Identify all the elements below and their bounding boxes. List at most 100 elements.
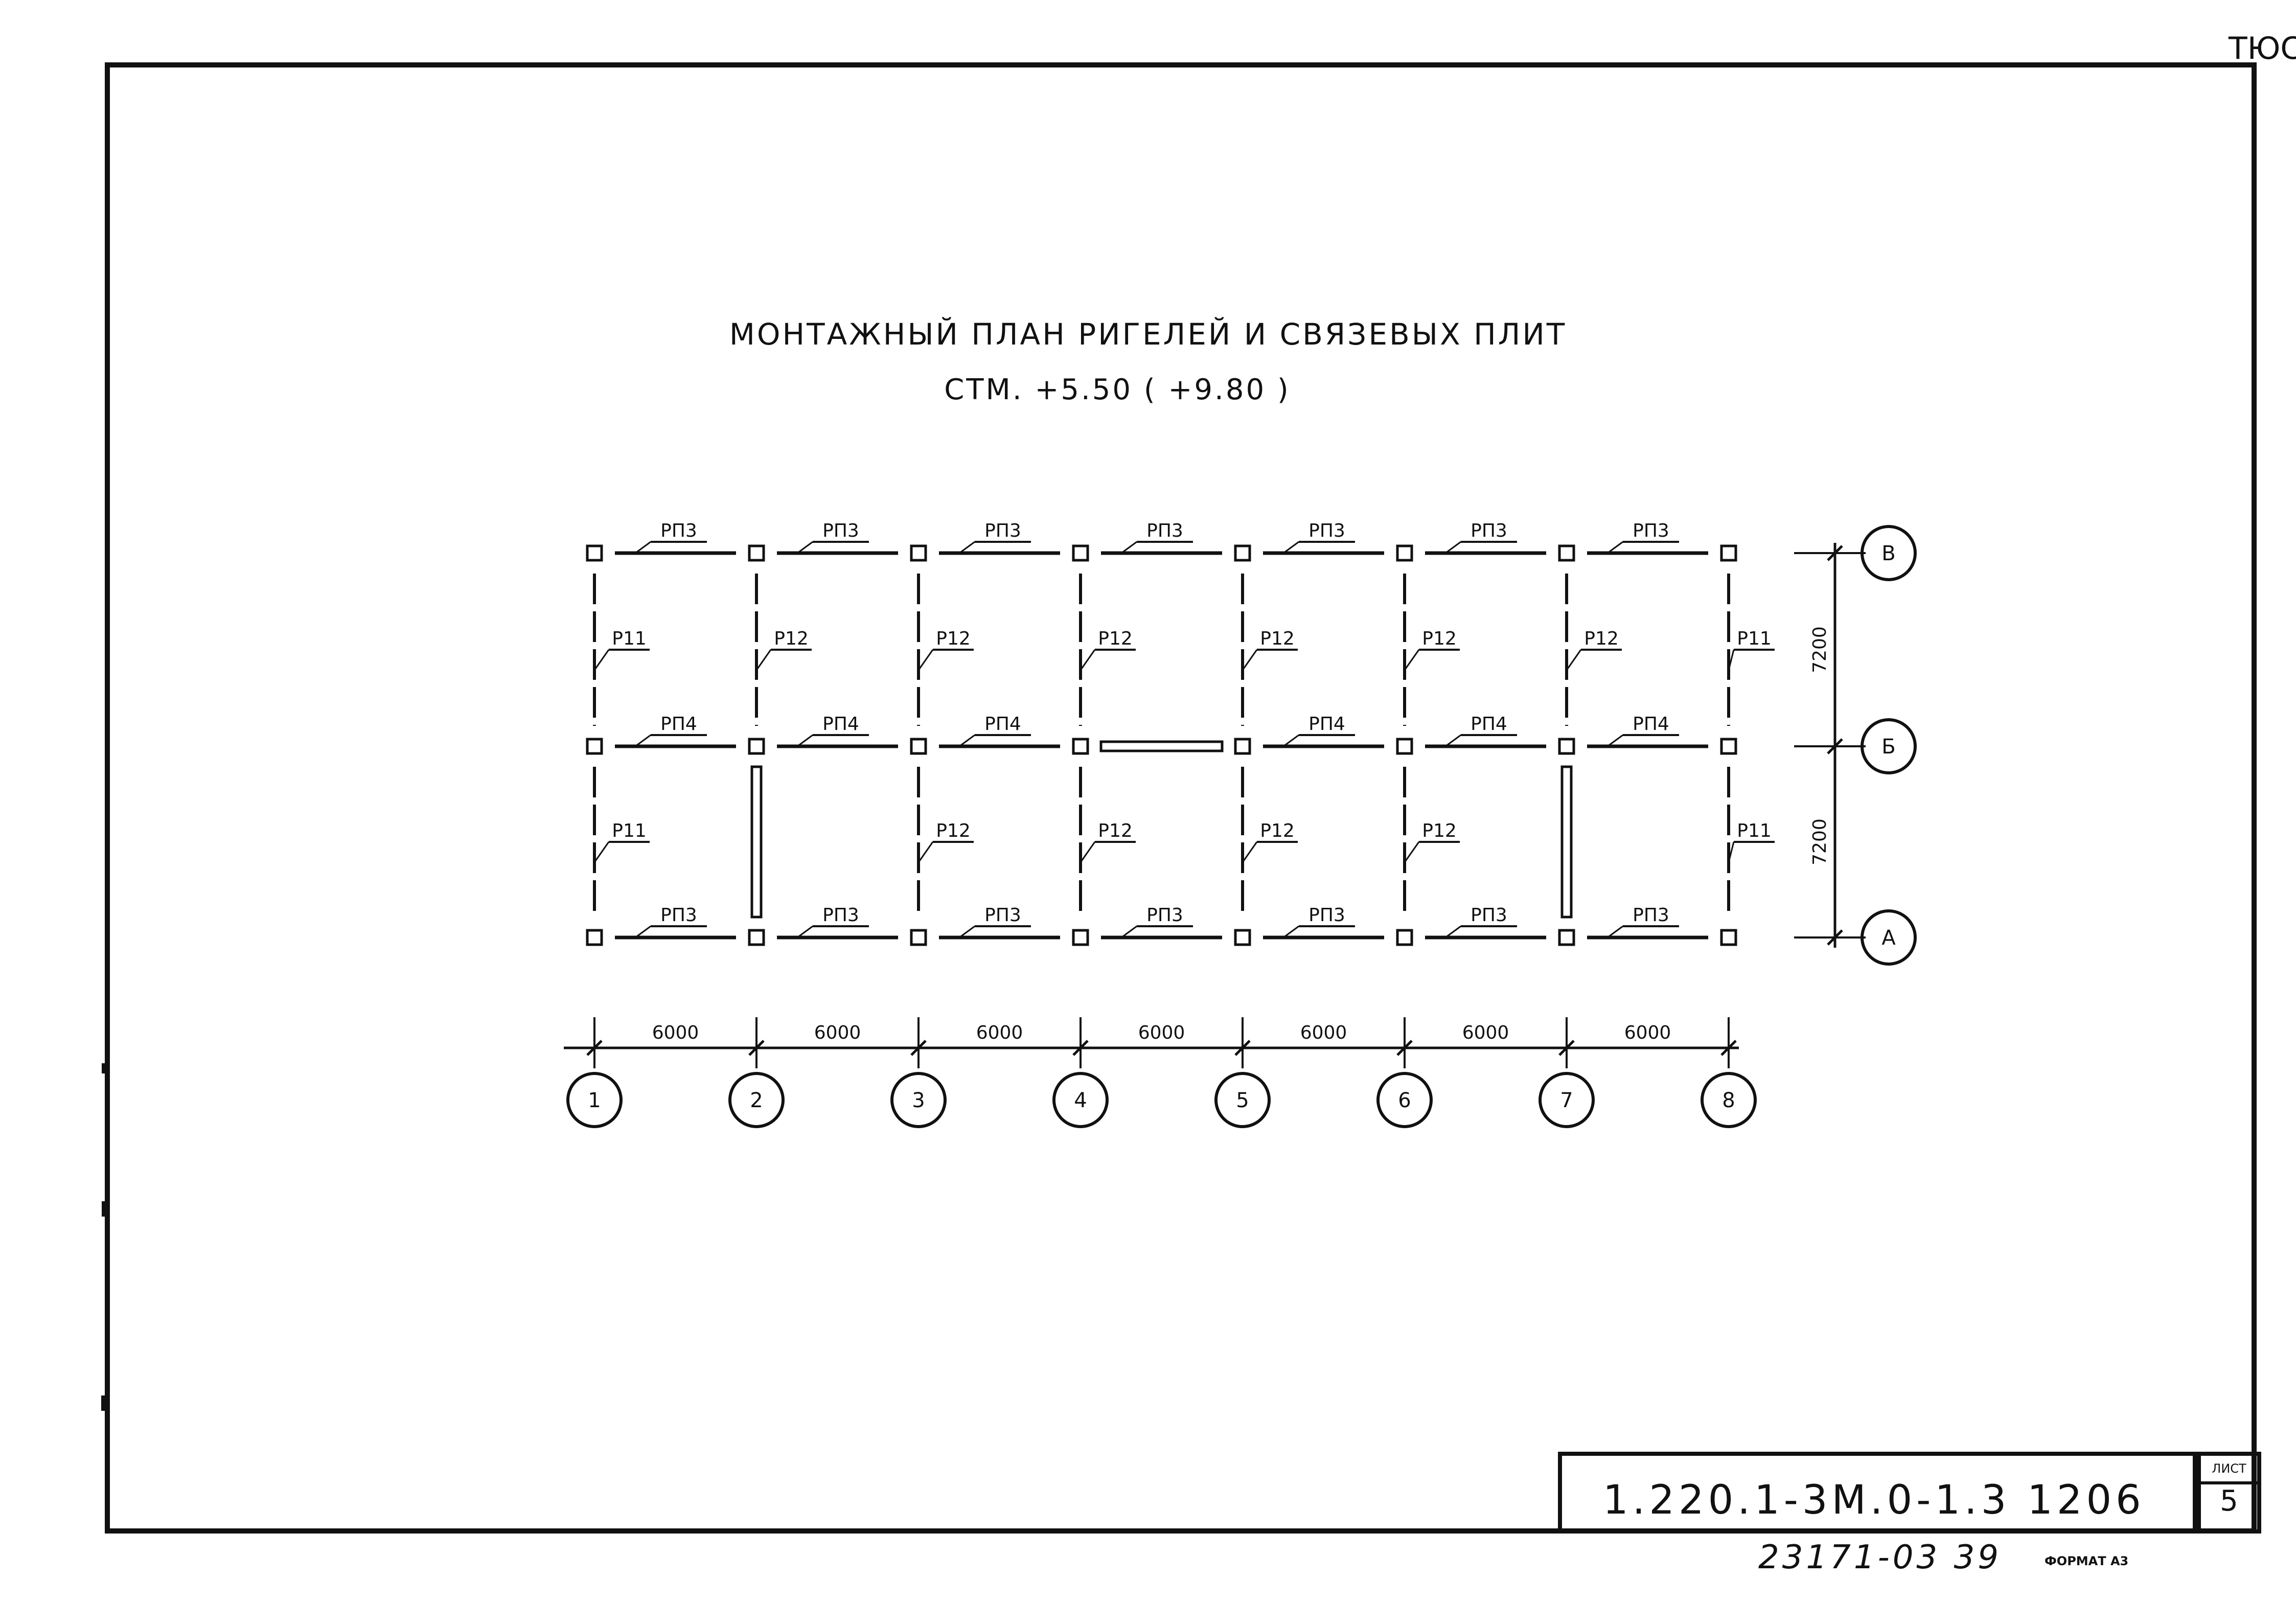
leader-line xyxy=(1445,734,1461,747)
leader-line xyxy=(1121,925,1137,939)
span-dimension: 7200 xyxy=(1809,626,1830,673)
drawing-subtitle: СТМ. +5.50 ( +9.80 ) xyxy=(944,373,1291,406)
leader-line xyxy=(797,541,813,554)
axis-label: В xyxy=(1881,542,1895,565)
column-square xyxy=(1234,544,1251,562)
beam-label: РП3 xyxy=(660,905,697,926)
beam-label: РП3 xyxy=(1308,520,1345,541)
girder-label: Р12 xyxy=(1584,628,1619,649)
leader-line xyxy=(959,541,975,554)
axis-label: 4 xyxy=(1074,1089,1087,1112)
leader-line xyxy=(1445,541,1461,554)
axis-bubble xyxy=(1214,1072,1271,1128)
girder-label: Р12 xyxy=(1098,628,1133,649)
column-square xyxy=(910,544,927,562)
leader-line xyxy=(917,649,934,671)
axis-bubble xyxy=(1861,718,1917,774)
tick-mark xyxy=(748,1040,765,1056)
column-square xyxy=(1558,738,1575,755)
leader-line xyxy=(1728,841,1735,863)
column-square xyxy=(910,738,927,755)
girder-label: Р12 xyxy=(774,628,809,649)
girder-label: Р12 xyxy=(936,628,971,649)
leader-line xyxy=(917,841,934,863)
column-square xyxy=(1072,544,1089,562)
axis-bubble xyxy=(1861,525,1917,581)
girder-label: Р12 xyxy=(936,820,971,841)
leader-line xyxy=(1404,649,1420,671)
column-square xyxy=(1720,738,1737,755)
beam-label: РП3 xyxy=(822,520,859,541)
column-square xyxy=(1558,929,1575,946)
column-square xyxy=(1558,544,1575,562)
leader-line xyxy=(1080,841,1096,863)
tick-mark xyxy=(1827,738,1843,754)
leader-line xyxy=(593,649,610,671)
leader-line xyxy=(797,925,813,939)
axis-label: 5 xyxy=(1236,1089,1249,1112)
girder-label: Р11 xyxy=(1737,628,1772,649)
tick-mark xyxy=(1558,1040,1575,1056)
column-square xyxy=(1396,738,1413,755)
girder-label: Р11 xyxy=(612,820,647,841)
leader-line xyxy=(593,841,610,863)
axis-bubble xyxy=(1052,1072,1109,1128)
column-square xyxy=(1072,929,1089,946)
beam-label: РП3 xyxy=(1633,905,1669,926)
tick-mark xyxy=(910,1040,927,1056)
span-dimension: 7200 xyxy=(1809,818,1830,865)
title-block: 1.220.1-3М.0-1.3 1206 xyxy=(1558,1452,2197,1534)
tick-mark xyxy=(586,1040,603,1056)
beam-label: РП3 xyxy=(660,520,697,541)
tick-mark xyxy=(1720,1040,1737,1056)
girder-label: Р12 xyxy=(1260,820,1295,841)
span-dimension: 6000 xyxy=(976,1022,1023,1043)
hollow-girder xyxy=(750,765,763,919)
tick-mark xyxy=(1827,929,1843,946)
beam-label: РП3 xyxy=(1471,520,1507,541)
beam-label: РП4 xyxy=(660,714,697,735)
column-square xyxy=(748,738,765,755)
axis-bubble xyxy=(890,1072,947,1128)
span-dimension: 6000 xyxy=(1462,1022,1509,1043)
span-dimension: 6000 xyxy=(1624,1022,1671,1043)
column-square xyxy=(910,929,927,946)
leader-line xyxy=(635,925,651,939)
drawing-frame xyxy=(105,62,2257,1534)
drawing-title: МОНТАЖНЫЙ ПЛАН РИГЕЛЕЙ И СВЯЗЕВЫХ ПЛИТ xyxy=(729,317,1567,352)
axis-label: 3 xyxy=(912,1089,925,1112)
column-square xyxy=(586,929,603,946)
column-square xyxy=(748,929,765,946)
axis-label: 6 xyxy=(1398,1089,1411,1112)
axis-label: 1 xyxy=(588,1089,601,1112)
girder-label: Р12 xyxy=(1260,628,1295,649)
axis-label: А xyxy=(1881,926,1896,950)
leader-line xyxy=(1242,841,1258,863)
sheet-label: ЛИСТ xyxy=(2201,1456,2257,1484)
girder-label: Р12 xyxy=(1422,628,1457,649)
axis-bubble xyxy=(566,1072,623,1128)
beam-label: РП3 xyxy=(1471,905,1507,926)
leader-line xyxy=(1607,925,1623,939)
beam-label: РП3 xyxy=(1308,905,1345,926)
tick-mark xyxy=(1234,1040,1251,1056)
beam-label: РП3 xyxy=(984,520,1021,541)
sheet-box: ЛИСТ 5 xyxy=(2197,1452,2261,1534)
leader-line xyxy=(635,734,651,747)
column-square xyxy=(1396,929,1413,946)
tick-mark xyxy=(1827,545,1843,561)
tick-mark xyxy=(1072,1040,1089,1056)
girder-label: Р12 xyxy=(1422,820,1457,841)
axis-bubble xyxy=(1701,1072,1757,1128)
document-code: 1.220.1-3М.0-1.3 1206 xyxy=(1603,1477,2145,1523)
span-dimension: 6000 xyxy=(1138,1022,1185,1043)
leader-line xyxy=(1121,541,1137,554)
leader-line xyxy=(1242,649,1258,671)
column-square xyxy=(1234,738,1251,755)
girder-label: Р12 xyxy=(1098,820,1133,841)
axis-bubble xyxy=(1376,1072,1433,1128)
beam-label: РП4 xyxy=(984,714,1021,735)
girder-label: Р11 xyxy=(1737,820,1772,841)
hollow-slab xyxy=(1099,740,1224,752)
